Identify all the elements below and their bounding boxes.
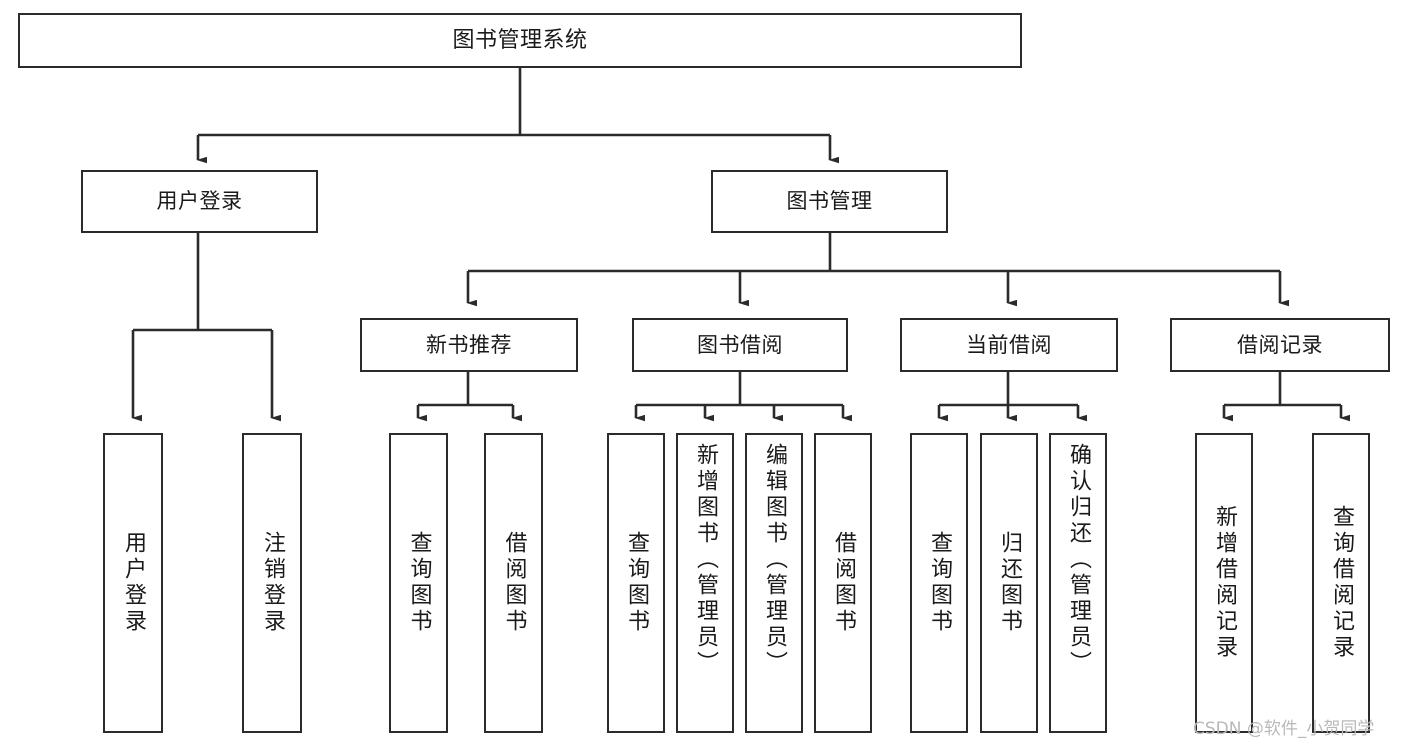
node-leaf-return-book[interactable]: 归还图书 (980, 433, 1038, 733)
node-leaf-confirm-return-label: 确认归还（管理员） (1066, 443, 1091, 677)
node-user-login-label: 用户登录 (156, 189, 243, 214)
node-borrow-record[interactable]: 借阅记录 (1170, 318, 1390, 372)
node-leaf-add-book-label: 新增图书（管理员） (693, 443, 718, 677)
node-leaf-logout[interactable]: 注销登录 (242, 433, 302, 733)
node-new-book-recommend[interactable]: 新书推荐 (360, 318, 578, 372)
node-leaf-query-book-3[interactable]: 查询图书 (910, 433, 968, 733)
node-leaf-query-book-1-label: 查询图书 (406, 531, 432, 635)
node-leaf-borrow-book-1-label: 借阅图书 (501, 531, 527, 635)
node-root[interactable]: 图书管理系统 (18, 13, 1022, 68)
node-leaf-borrow-book-2[interactable]: 借阅图书 (814, 433, 872, 733)
node-leaf-user-login-label: 用户登录 (121, 531, 146, 635)
node-leaf-user-login[interactable]: 用户登录 (103, 433, 163, 733)
node-leaf-query-book-2[interactable]: 查询图书 (607, 433, 665, 733)
csdn-watermark: CSDN @软件_小贺同学 (1193, 719, 1375, 739)
node-current-borrow[interactable]: 当前借阅 (900, 318, 1118, 372)
node-leaf-add-record-label: 新增借阅记录 (1212, 505, 1237, 661)
node-leaf-edit-book-label: 编辑图书（管理员） (762, 443, 787, 677)
node-leaf-borrow-book-2-label: 借阅图书 (831, 531, 856, 635)
node-new-book-recommend-label: 新书推荐 (426, 332, 512, 357)
node-leaf-query-record[interactable]: 查询借阅记录 (1312, 433, 1370, 733)
node-leaf-return-book-label: 归还图书 (997, 531, 1022, 635)
node-leaf-query-book-1[interactable]: 查询图书 (389, 433, 448, 733)
node-book-manage-label: 图书管理 (786, 189, 873, 214)
node-leaf-add-book[interactable]: 新增图书（管理员） (676, 433, 734, 733)
node-leaf-query-book-3-label: 查询图书 (927, 531, 952, 635)
node-user-login[interactable]: 用户登录 (81, 170, 318, 233)
node-leaf-query-book-2-label: 查询图书 (624, 531, 649, 635)
node-borrow-record-label: 借阅记录 (1237, 332, 1323, 357)
node-book-manage[interactable]: 图书管理 (711, 170, 948, 233)
node-leaf-edit-book[interactable]: 编辑图书（管理员） (745, 433, 803, 733)
node-book-borrow-label: 图书借阅 (697, 332, 783, 357)
node-leaf-logout-label: 注销登录 (260, 531, 285, 635)
node-root-label: 图书管理系统 (452, 27, 588, 53)
node-leaf-add-record[interactable]: 新增借阅记录 (1195, 433, 1253, 733)
node-current-borrow-label: 当前借阅 (966, 332, 1052, 357)
node-leaf-borrow-book-1[interactable]: 借阅图书 (484, 433, 543, 733)
node-leaf-confirm-return[interactable]: 确认归还（管理员） (1049, 433, 1107, 733)
node-leaf-query-record-label: 查询借阅记录 (1329, 505, 1354, 661)
node-book-borrow[interactable]: 图书借阅 (632, 318, 848, 372)
